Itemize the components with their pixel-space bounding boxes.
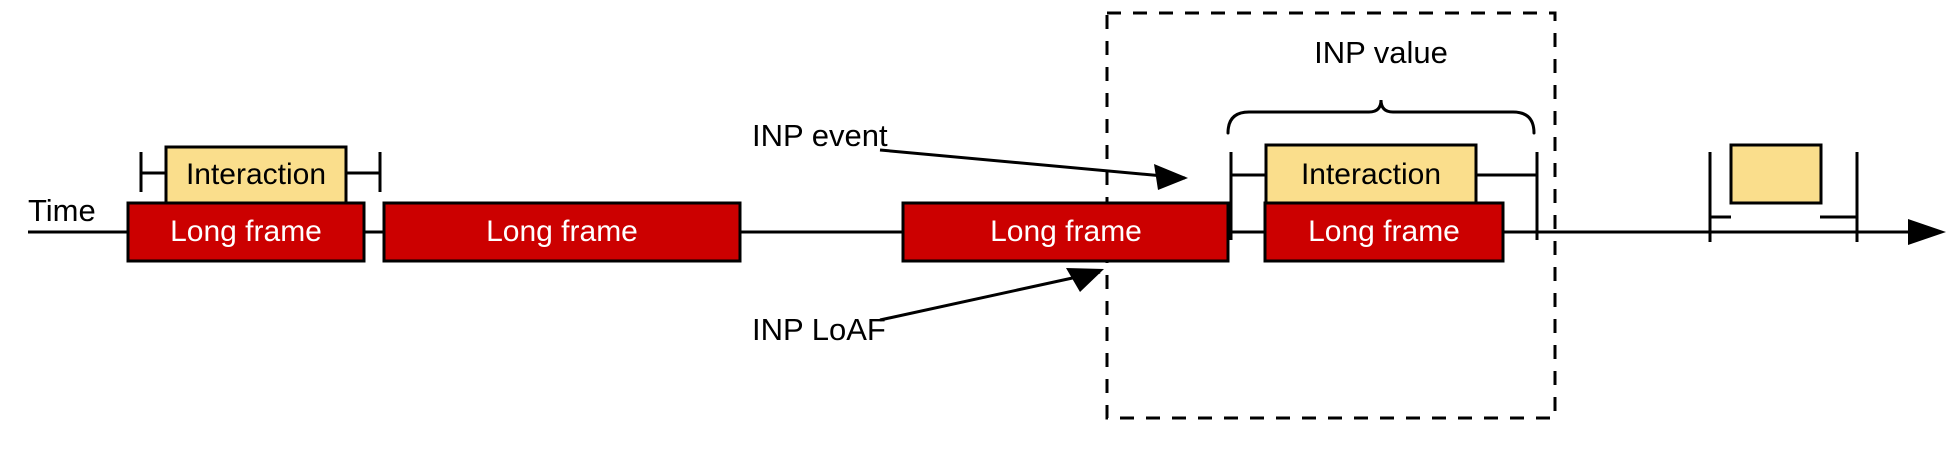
interaction-box-4[interactable] (1729, 143, 1823, 205)
frame-group-1: Interaction Long frame (126, 145, 382, 263)
frame-group-4: Long frame (1263, 143, 1859, 263)
interaction-label-3: Interaction (1301, 158, 1441, 191)
inp-loaf-leader-line (879, 270, 1101, 322)
long-frame-box-1[interactable] (126, 201, 366, 263)
time-axis-label: Time (28, 193, 96, 228)
inp-loaf-annotation: INP LoAF (752, 268, 1104, 347)
long-frame-box-2[interactable] (382, 201, 742, 263)
inp-loaf-arrowhead (1066, 268, 1104, 292)
inp-event-label: INP event (752, 118, 888, 153)
inp-event-arrowhead (1154, 164, 1188, 190)
long-frame-label-2: Long frame (486, 215, 638, 248)
long-frame-box-3[interactable] (901, 201, 1230, 263)
inp-highlight-region (1105, 11, 1557, 420)
time-axis-arrowhead (1908, 219, 1946, 245)
frame-group-2: Long frame (382, 201, 742, 263)
inp-event-annotation: INP event (752, 118, 1188, 190)
long-frame-box-4[interactable] (1263, 201, 1505, 263)
long-frame-label-4: Long frame (1308, 215, 1460, 248)
inp-loaf-label: INP LoAF (752, 312, 886, 347)
inp-event-leader-line (879, 148, 1186, 180)
long-frame-label-3: Long frame (990, 215, 1142, 248)
inp-value-label: INP value (1314, 35, 1448, 70)
frame-group-3: INP value Interaction Long frame (901, 35, 1539, 263)
long-frame-label-1: Long frame (170, 215, 322, 248)
inp-value-brace (1226, 99, 1536, 135)
interaction-label-1: Interaction (186, 158, 326, 191)
